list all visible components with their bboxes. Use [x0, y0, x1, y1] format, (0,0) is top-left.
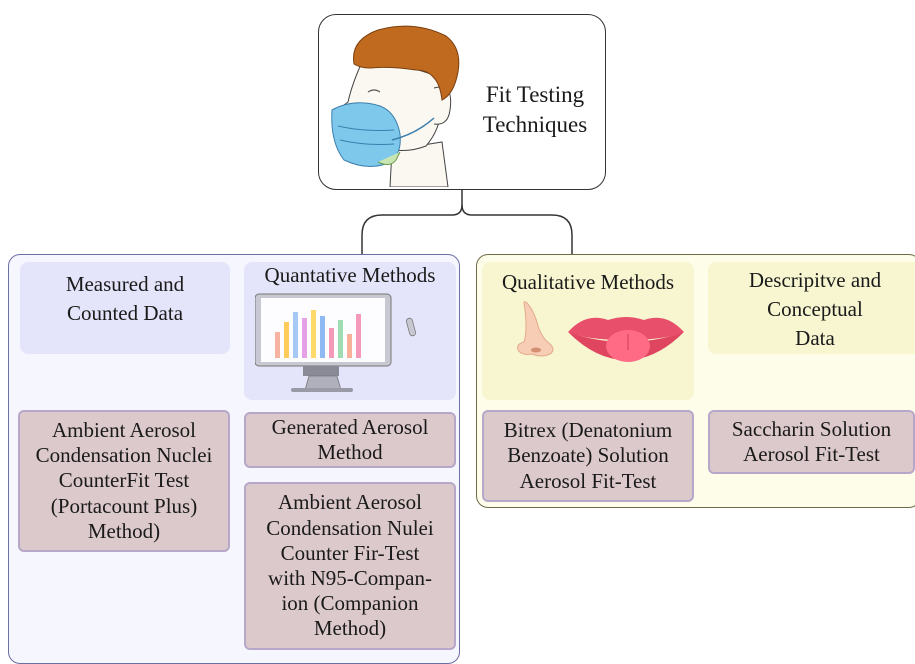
generated-aerosol-method-leaf: Generated Aerosol Method: [244, 412, 456, 468]
lips-tongue-icon: [568, 317, 684, 362]
root-title: Fit Testing Techniques: [482, 82, 588, 137]
face-with-mask-icon: [331, 25, 460, 187]
measured-counted-data-category: Measured and Counted Data: [20, 262, 230, 354]
qualitative-methods-label: Qualitative Methods: [501, 270, 675, 294]
bitrex-method-leaf: Bitrex (Denatonium Benzoate) Solution Ae…: [482, 410, 694, 502]
monitor-bar-chart-icon: [255, 293, 416, 392]
tree-connector: [361, 190, 573, 254]
companion-method-leaf: Ambient Aerosol Condensation Nulei Count…: [244, 482, 456, 650]
saccharin-method-leaf: Saccharin Solution Aerosol Fit-Test: [708, 410, 915, 474]
descriptive-conceptual-data-category: Descripitve and Conceptual Data: [708, 262, 915, 354]
portacount-method-leaf: Ambient Aerosol Condensation Nuclei Coun…: [18, 410, 230, 552]
quantitative-methods-label: Quantative Methods: [264, 263, 436, 287]
nose-icon: [517, 301, 554, 357]
